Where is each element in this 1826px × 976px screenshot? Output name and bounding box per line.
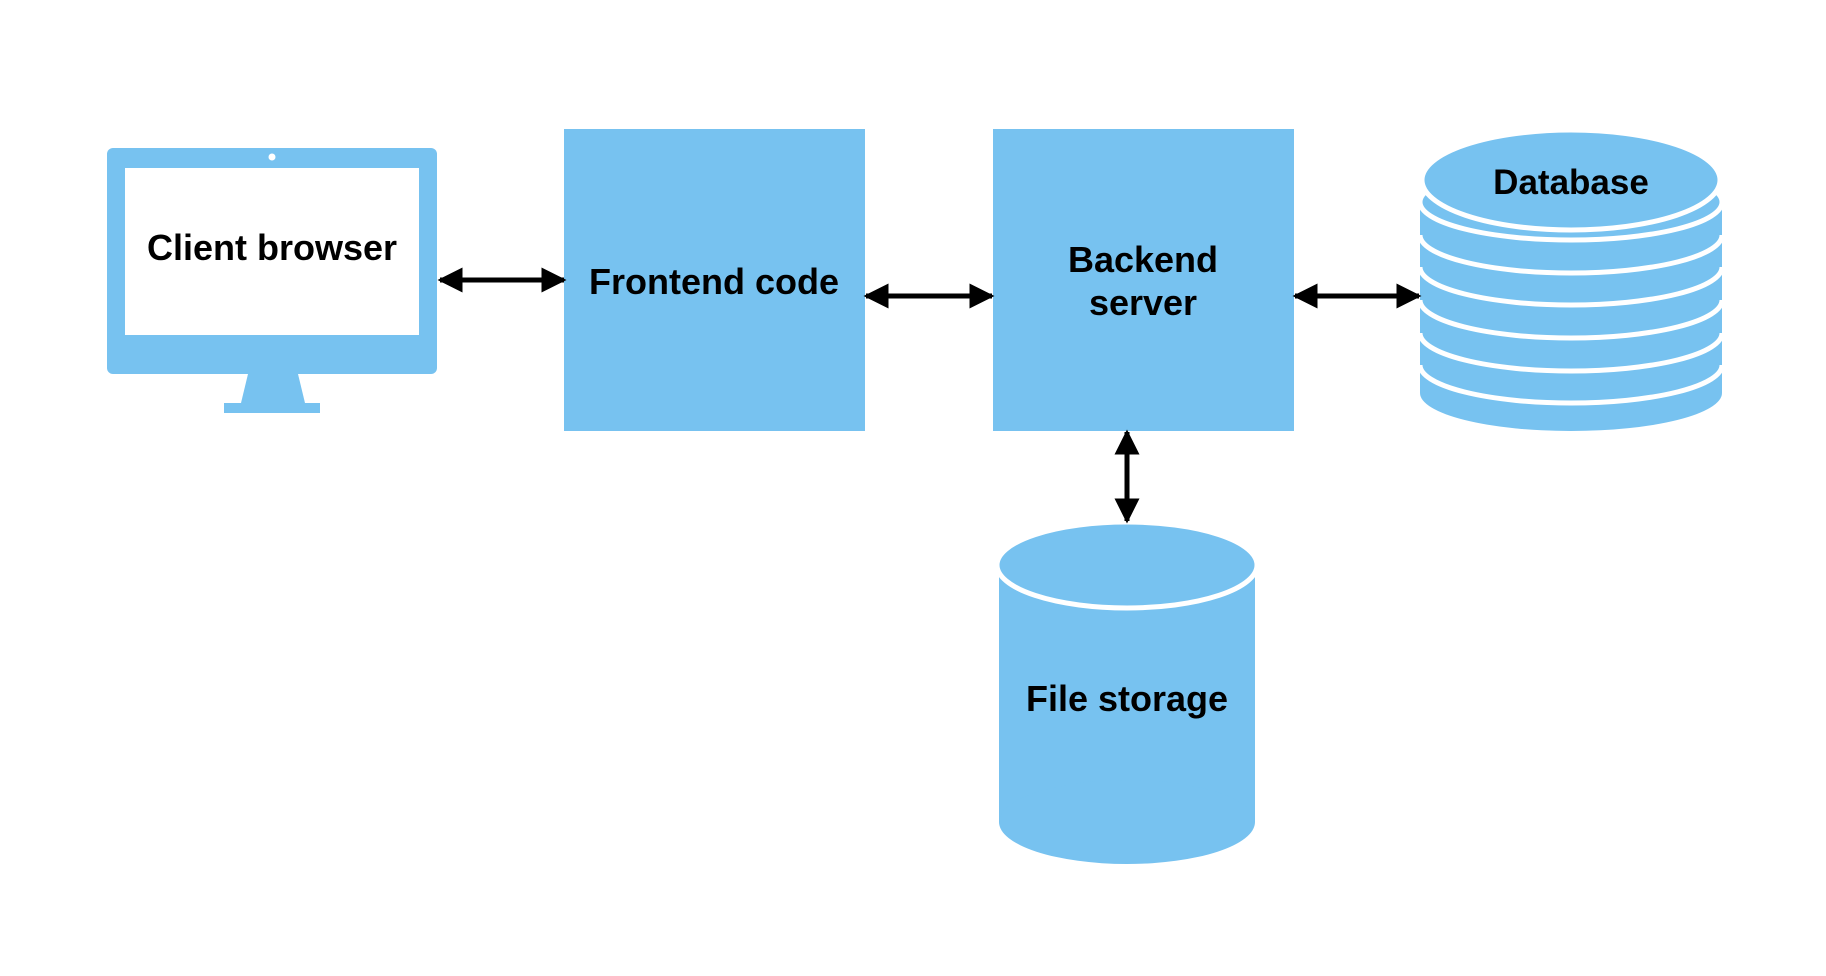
cylinder-icon <box>994 519 1260 864</box>
file-storage-node: File storage <box>994 519 1260 864</box>
backend-server-label-line2: server <box>1089 282 1197 323</box>
backend-server-box <box>993 129 1294 431</box>
database-label: Database <box>1493 163 1649 202</box>
frontend-code-box <box>564 129 865 431</box>
frontend-code-label: Frontend code <box>589 261 839 302</box>
database-node: Database <box>1417 127 1725 431</box>
file-storage-label: File storage <box>1026 678 1228 719</box>
monitor-icon <box>107 148 437 413</box>
backend-server-node: Backend server <box>993 129 1294 431</box>
client-browser-label: Client browser <box>147 227 397 268</box>
client-browser-node: Client browser <box>107 148 437 413</box>
stacked-database-icon <box>1417 127 1725 431</box>
backend-server-label-line1: Backend <box>1068 239 1218 280</box>
frontend-code-node: Frontend code <box>564 129 865 431</box>
